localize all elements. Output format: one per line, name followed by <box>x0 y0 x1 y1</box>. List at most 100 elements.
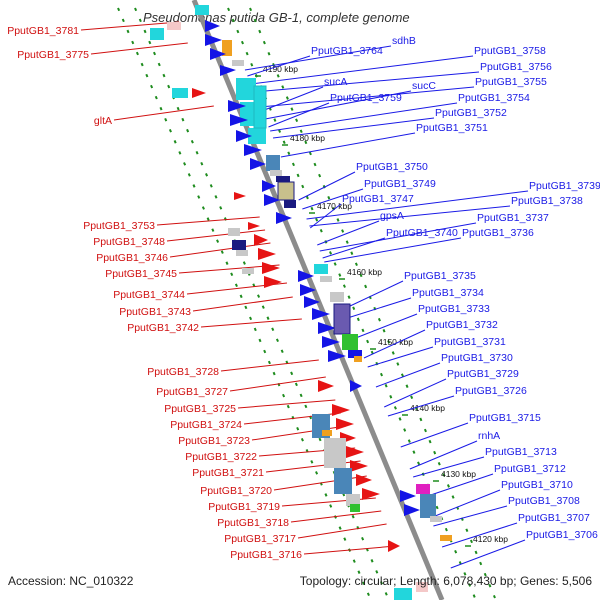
gene-arrow-reverse <box>262 262 280 274</box>
gene-label-leader <box>343 280 404 310</box>
gene-label-leader <box>261 86 324 112</box>
gene-arrow-forward <box>250 158 266 170</box>
kbp-tick-label: 4150 kbp <box>378 337 413 347</box>
gene-labels-left: PputGB1_3781PputGB1_3775gltAPputGB1_3753… <box>7 25 302 561</box>
gene-block-grey <box>330 292 344 302</box>
gene-block-steel <box>334 468 352 494</box>
gene-label-forward: PputGB1_3712 <box>494 463 566 475</box>
gene-label-forward: PputGB1_3710 <box>501 479 573 491</box>
gene-block-green <box>350 504 360 512</box>
gene-arrow-reverse <box>346 446 364 458</box>
gene-label-leader <box>80 21 180 31</box>
gene-label-leader <box>244 45 392 71</box>
gene-labels-right: PputGB1_3764sdhBPputGB1_3758PputGB1_3756… <box>311 35 600 541</box>
gene-label-leader <box>268 102 330 128</box>
gene-label-reverse: PputGB1_3781 <box>7 25 79 37</box>
gene-label-leader <box>156 216 260 226</box>
gene-label-forward: PputGB1_3755 <box>475 76 547 88</box>
gene-block-grey <box>232 60 244 66</box>
gene-block-cyan <box>253 85 267 129</box>
gene-arrow-forward <box>210 48 226 60</box>
kbp-tick-label: 4160 kbp <box>347 267 382 277</box>
gene-label-forward: sucC <box>412 80 436 92</box>
gene-label-leader <box>367 346 434 368</box>
gene-block-steel <box>266 155 280 171</box>
gene-label-forward: PputGB1_3736 <box>462 227 534 239</box>
gene-label-leader <box>200 318 302 328</box>
gene-label-leader <box>347 297 412 319</box>
gene-label-reverse: PputGB1_3728 <box>147 366 219 378</box>
kbp-tick-label: 4180 kbp <box>290 133 325 143</box>
gene-block-grey <box>324 438 346 468</box>
gene-arrow-reverse <box>248 222 260 230</box>
gene-label-forward: PputGB1_3738 <box>511 195 583 207</box>
gene-block-orange <box>222 40 232 56</box>
gene-label-forward: PputGB1_3764 <box>311 45 383 57</box>
gene-label-leader <box>413 456 485 478</box>
gene-label-leader <box>375 362 441 388</box>
gene-label-reverse: PputGB1_3725 <box>164 403 236 415</box>
gene-arrow-forward <box>262 180 276 192</box>
gene-label-leader <box>253 71 480 93</box>
gene-block-blue <box>348 350 362 358</box>
gene-label-forward: PputGB1_3708 <box>508 495 580 507</box>
gene-label-reverse: PputGB1_3720 <box>200 485 272 497</box>
gene-block-grey <box>346 494 360 506</box>
gene-arrow-forward <box>220 65 236 76</box>
gene-label-reverse: PputGB1_3719 <box>208 501 280 513</box>
gene-label-forward: sucA <box>324 76 347 88</box>
gene-arrow-reverse <box>356 474 372 486</box>
gene-arrow-forward <box>236 130 252 142</box>
gene-arrow-forward <box>404 504 420 516</box>
gene-label-leader <box>303 545 396 555</box>
gene-label-forward: PputGB1_3733 <box>418 303 490 315</box>
gene-block-grey <box>236 250 248 256</box>
gene-arrow-forward <box>318 322 336 334</box>
gene-label-leader <box>400 422 469 448</box>
gene-label-leader <box>355 313 418 339</box>
gene-arrow-reverse <box>318 380 334 392</box>
gene-label-leader <box>169 242 271 258</box>
gene-label-reverse: PputGB1_3753 <box>83 220 155 232</box>
kbp-tick-label: 4140 kbp <box>410 403 445 413</box>
gene-block-khaki <box>277 181 295 201</box>
gene-arrow-forward <box>205 20 220 32</box>
gene-label-forward: PputGB1_3734 <box>412 287 484 299</box>
gene-label-reverse: PputGB1_3742 <box>127 322 199 334</box>
gene-block-cyan <box>236 78 256 100</box>
gene-label-forward: PputGB1_3749 <box>364 178 436 190</box>
gene-arrow-forward <box>298 270 314 282</box>
gene-block-navy <box>232 240 246 250</box>
gene-arrow-forward <box>350 380 362 392</box>
gene-block-grey <box>242 268 254 274</box>
gene-label-reverse: PputGB1_3717 <box>224 533 296 545</box>
gene-block-magenta <box>416 484 430 494</box>
gene-label-forward: rnhA <box>478 430 500 442</box>
gene-label-leader <box>306 190 529 220</box>
gene-block-orange <box>322 430 332 436</box>
gene-label-reverse: PputGB1_3718 <box>217 517 289 529</box>
gene-label-forward: PputGB1_3726 <box>455 385 527 397</box>
gene-block-cyan <box>195 5 209 15</box>
gene-label-reverse: PputGB1_3775 <box>17 49 89 61</box>
gene-block-cyan <box>314 264 328 274</box>
gene-label-reverse: PputGB1_3744 <box>113 289 185 301</box>
gene-label-leader <box>260 86 475 108</box>
gene-label-leader <box>113 105 214 121</box>
gene-block-purple <box>333 303 351 335</box>
gene-label-forward: PputGB1_3732 <box>426 319 498 331</box>
gene-label-forward: PputGB1_3739 <box>529 180 600 192</box>
gene-label-leader <box>166 229 266 242</box>
gene-label-leader <box>319 222 477 252</box>
gene-label-forward: PputGB1_3759 <box>330 92 402 104</box>
gene-label-reverse: PputGB1_3722 <box>185 451 257 463</box>
gene-label-forward: PputGB1_3729 <box>447 368 519 380</box>
gene-block-grey <box>228 228 240 236</box>
gene-label-leader <box>273 475 367 491</box>
gene-arrow-reverse <box>362 488 380 500</box>
topology-text: Topology: circular; Length: 6,078,430 bp… <box>300 574 593 588</box>
gene-label-leader <box>309 203 342 229</box>
kbp-tick-label: 4190 kbp <box>263 64 298 74</box>
gene-label-forward: PputGB1_3750 <box>356 161 428 173</box>
